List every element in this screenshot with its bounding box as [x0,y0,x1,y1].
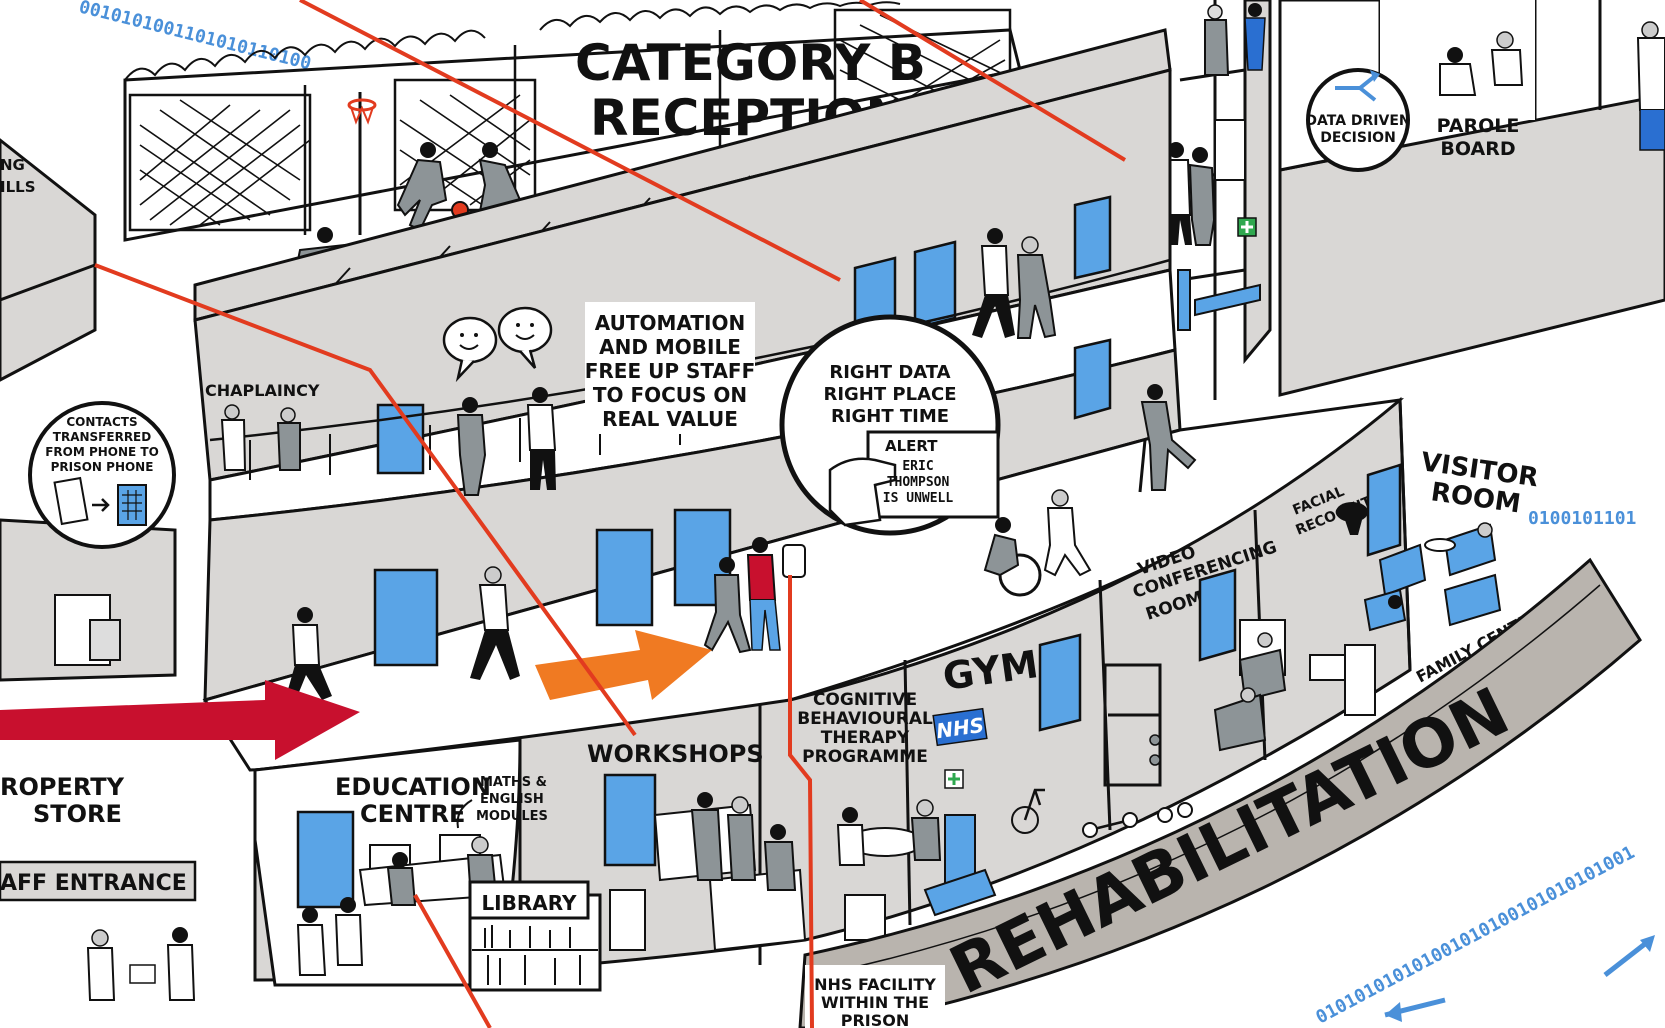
exercise-bike-icon [1011,788,1045,834]
data-driven-decision-badge [1306,68,1410,172]
connector-lines [94,0,1127,1028]
maths-english-line3: MODULES [476,809,548,824]
binary-stream-bottom-right: 010101010101001010100101010101001 [1312,842,1638,1028]
workshops-room: WORKSHOPS [587,740,807,952]
gym-room: GYM [940,633,1193,838]
property-block: CONTACTS TRANSFERRED FROM PHONE TO PRISO… [0,401,197,1001]
branch-arrow-icon [1335,70,1380,102]
wheelchair-icon [983,489,1092,597]
cbt-line1: COGNITIVE [813,690,917,710]
nhs-facility-line2: WITHIN THE [821,993,929,1012]
education-visitors [296,897,364,976]
library-label: LIBRARY [481,891,577,915]
alert-line1: ERIC [902,459,933,474]
camera-icon [1336,502,1368,535]
nhs-facility-line1: NHS FACILITY [814,975,936,994]
staff-entrance-label: AFF ENTRANCE [0,871,187,896]
left-building: NG ILLS [0,138,97,382]
bookshelf-icon [472,925,598,985]
data-driven-line1: DATA DRIVEN [1305,113,1410,129]
binary-stream-top: 0010101001101010110100 [77,0,313,75]
maths-english-line2: ENGLISH [480,792,544,807]
maths-english-line1: MATHS & [480,775,547,790]
contacts-line2: TRANSFERRED [53,430,151,444]
officer-with-prisoner [972,228,1057,339]
chaplaincy-label: CHAPLAINCY [205,381,320,400]
contacts-line4: PRISON PHONE [51,460,154,474]
parole-member [1439,31,1524,96]
rehabilitation-band [798,557,1642,1028]
alert-line3: IS UNWELL [883,491,954,506]
door-education [296,810,355,909]
fence-mesh-left [128,93,312,232]
automation-line4: TO FOCUS ON [593,383,747,407]
door-mid-2 [595,528,654,627]
door-mid-1 [373,568,439,667]
right-data-line1: RIGHT DATA [829,362,950,383]
officer-right-edge [1636,21,1665,151]
corridor-prisoner-pair [703,537,806,654]
automation-line2: AND MOBILE [599,335,741,359]
prisoner-tower [1188,147,1216,246]
alert-line2: THOMPSON [887,475,950,490]
cbt-room: COGNITIVE BEHAVIOURAL THERAPY PROGRAMME … [797,690,997,941]
basketball-hoop-icon [347,92,377,235]
parole-annex: DATA DRIVEN DECISION PAROLE BOARD [1278,0,1665,397]
cbt-line3: THERAPY [821,728,910,748]
property-store-line1: ROPERTY [0,773,125,801]
balcony-people [456,387,557,496]
door-upper-2 [913,240,957,330]
door-workshops [603,773,657,867]
dumbbell-icon [1082,802,1193,838]
education-centre-line2: CENTRE [360,800,465,828]
door-gym [1038,633,1082,732]
door-visitor [1366,463,1402,557]
parole-board-line1: PAROLE [1437,115,1520,137]
automation-box [585,302,755,434]
workshops-label: WORKSHOPS [587,740,764,768]
contacts-line1: CONTACTS [66,415,137,429]
alert-title: ALERT [885,437,938,455]
binary-stream-right: 0100101101 [1528,508,1636,529]
corridor-walker-mid [470,566,520,680]
library-shelf: LIBRARY [468,880,602,992]
right-data-line3: RIGHT TIME [831,406,949,427]
ng-ills-label-1: NG [0,156,25,174]
red-flow-arrow [0,680,360,760]
orange-flow-arrow [535,630,712,700]
right-data-line2: RIGHT PLACE [823,384,956,405]
nhs-facility-line3: PRISON [841,1011,910,1028]
parole-board-line2: BOARD [1440,138,1515,160]
automation-line5: REAL VALUE [602,407,738,431]
chaplaincy-people [220,404,301,471]
category-b-title-line1: CATEGORY B [575,34,926,92]
education-centre-line1: EDUCATION [335,773,491,801]
phone-icon [53,476,147,526]
property-store-line2: STORE [33,800,122,828]
cbt-line4: PROGRAMME [802,747,928,767]
elderly-prisoner [1138,384,1197,493]
exercise-yard [123,1,1022,277]
door-upper-3 [1073,195,1112,280]
hand-tablet-icon: ALERT ERIC THOMPSON IS UNWELL [828,430,1000,527]
automation-line1: AUTOMATION [595,311,745,335]
door-mid-right [1073,338,1112,420]
automation-line3: FREE UP STAFF [585,359,756,383]
data-driven-line2: DECISION [1320,130,1396,146]
contacts-line3: FROM PHONE TO [45,445,159,459]
ng-ills-label-2: ILLS [0,178,36,196]
right-data-badge: RIGHT DATA RIGHT PLACE RIGHT TIME ALERT … [779,314,1001,536]
tower-staff-top [1204,3,1266,76]
blue-arrows [1384,935,1655,1022]
nhs-logo: NHS [932,707,988,747]
speech-bubble-icon [442,306,553,383]
door-video [1198,568,1237,662]
weight-rack [1103,663,1162,787]
entrance-staff [86,927,196,1001]
cbt-line2: BEHAVIOURAL [797,709,933,729]
